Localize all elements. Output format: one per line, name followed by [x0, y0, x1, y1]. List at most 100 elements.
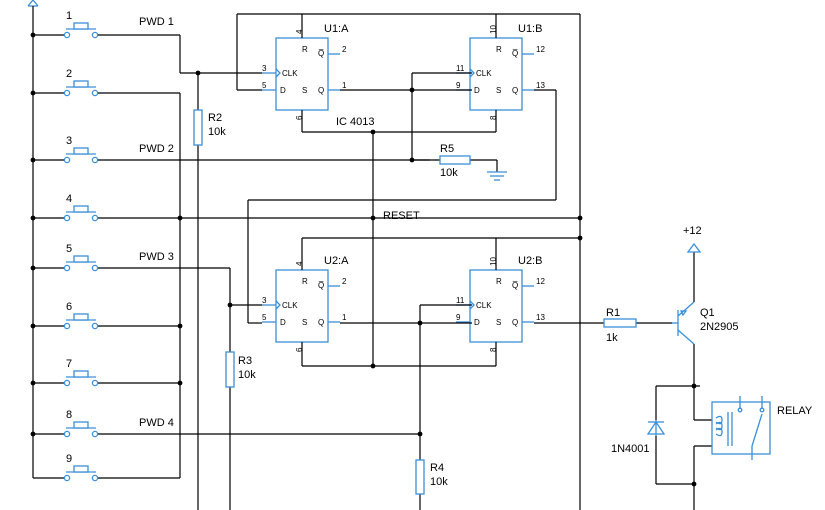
pin-top: 10: [489, 257, 498, 266]
pin-q: 13: [536, 81, 545, 90]
pushbutton-switch: 6: [33, 301, 99, 330]
ic-label: IC 4013: [336, 116, 375, 128]
pushbutton-switch: 2: [33, 68, 99, 97]
pin-qbar: 12: [536, 45, 545, 54]
diode-label: 1N4001: [611, 443, 650, 455]
inner-clk: CLK: [282, 301, 298, 310]
inner-qbar: Q̅: [318, 49, 324, 58]
inner-s: S: [302, 86, 307, 95]
r3-value: 10k: [238, 369, 256, 381]
ground-symbol: [487, 171, 507, 181]
pushbutton-switch: 9: [33, 453, 99, 482]
pwd4-label: PWD 4: [139, 417, 174, 429]
pin-top: 4: [295, 29, 304, 34]
ff-ref: U1:B: [518, 23, 542, 35]
pin-d: 9: [456, 81, 461, 90]
inner-s: S: [496, 318, 501, 327]
switch-number: 4: [66, 193, 72, 205]
r4-value: 10k: [430, 476, 448, 488]
r2-value: 10k: [208, 126, 226, 138]
pin-clk: 11: [456, 64, 465, 73]
inner-d: D: [280, 86, 286, 95]
reset-label: RESET: [383, 210, 420, 222]
pushbutton-switch: 5: [33, 243, 99, 272]
r1-ref: R1: [606, 307, 620, 319]
ff-ref: U2:B: [518, 255, 542, 267]
r1-value: 1k: [606, 332, 618, 344]
inner-d: D: [474, 318, 480, 327]
pin-d: 9: [456, 313, 461, 322]
inner-r: R: [496, 277, 502, 286]
flipflop-u2b: U2:B 10 12 11 9 13 8 R Q̅ CLK D S Q: [456, 255, 545, 352]
logic-wiring: [236, 13, 672, 510]
pushbutton-switch: 3: [33, 135, 99, 164]
q1-ref: Q1: [700, 307, 715, 319]
pin-top: 4: [295, 261, 304, 266]
pin-q: 1: [342, 313, 347, 322]
pin-bottom: 6: [295, 347, 304, 352]
pin-qbar: 2: [342, 45, 347, 54]
resistor-r3: R3 10k: [225, 351, 256, 388]
inner-qbar: Q̅: [512, 49, 518, 58]
switch-number: 5: [66, 243, 72, 255]
transistor-q1: Q1 2N2905: [672, 252, 739, 386]
r5-ref: R5: [440, 143, 454, 155]
inner-clk: CLK: [476, 69, 492, 78]
inner-clk: CLK: [476, 301, 492, 310]
switch-wiring: [98, 34, 580, 510]
r4-ref: R4: [430, 462, 444, 474]
resistor-r5: R5 10k: [439, 143, 471, 179]
pin-qbar: 2: [342, 277, 347, 286]
supply-label: +12: [683, 225, 702, 237]
junction-dots: [30, 32, 697, 487]
ff-ref: U2:A: [324, 255, 349, 267]
inner-r: R: [496, 45, 502, 54]
supply-rail-left: [27, 0, 39, 478]
resistor-r1: R1 1k: [603, 307, 637, 344]
diode-1n4001: 1N4001: [611, 420, 666, 455]
inner-q: Q: [512, 318, 518, 327]
resistor-r2: R2 10k: [193, 109, 226, 146]
inner-d: D: [280, 318, 286, 327]
switch-number: 9: [66, 453, 72, 465]
relay: RELAY: [711, 396, 813, 460]
pin-q: 1: [342, 81, 347, 90]
pin-bottom: 8: [489, 115, 498, 120]
switch-number: 2: [66, 68, 72, 80]
switch-number: 1: [66, 10, 72, 22]
pin-clk: 3: [262, 296, 267, 305]
supply-plus12: +12: [683, 225, 702, 253]
inner-d: D: [474, 86, 480, 95]
pushbutton-switch: 4: [33, 193, 99, 222]
inner-s: S: [302, 318, 307, 327]
pwd2-label: PWD 2: [139, 143, 174, 155]
pin-d: 5: [262, 81, 267, 90]
pin-qbar: 12: [536, 277, 545, 286]
pin-bottom: 8: [489, 347, 498, 352]
switch-number: 8: [66, 409, 72, 421]
inner-s: S: [496, 86, 501, 95]
pin-bottom: 6: [295, 115, 304, 120]
inner-r: R: [302, 277, 308, 286]
inner-r: R: [302, 45, 308, 54]
switch-number: 6: [66, 301, 72, 313]
inner-qbar: Q̅: [318, 281, 324, 290]
inner-q: Q: [512, 86, 518, 95]
pin-clk: 3: [262, 64, 267, 73]
inner-q: Q: [318, 318, 324, 327]
resistor-r4: R4 10k: [415, 459, 448, 495]
inner-qbar: Q̅: [512, 281, 518, 290]
relay-label: RELAY: [777, 405, 813, 417]
inner-q: Q: [318, 86, 324, 95]
pin-q: 13: [536, 313, 545, 322]
pwd1-label: PWD 1: [139, 16, 174, 28]
pin-clk: 11: [456, 296, 465, 305]
pushbutton-switch: 8: [33, 409, 99, 438]
pwd3-label: PWD 3: [139, 251, 174, 263]
